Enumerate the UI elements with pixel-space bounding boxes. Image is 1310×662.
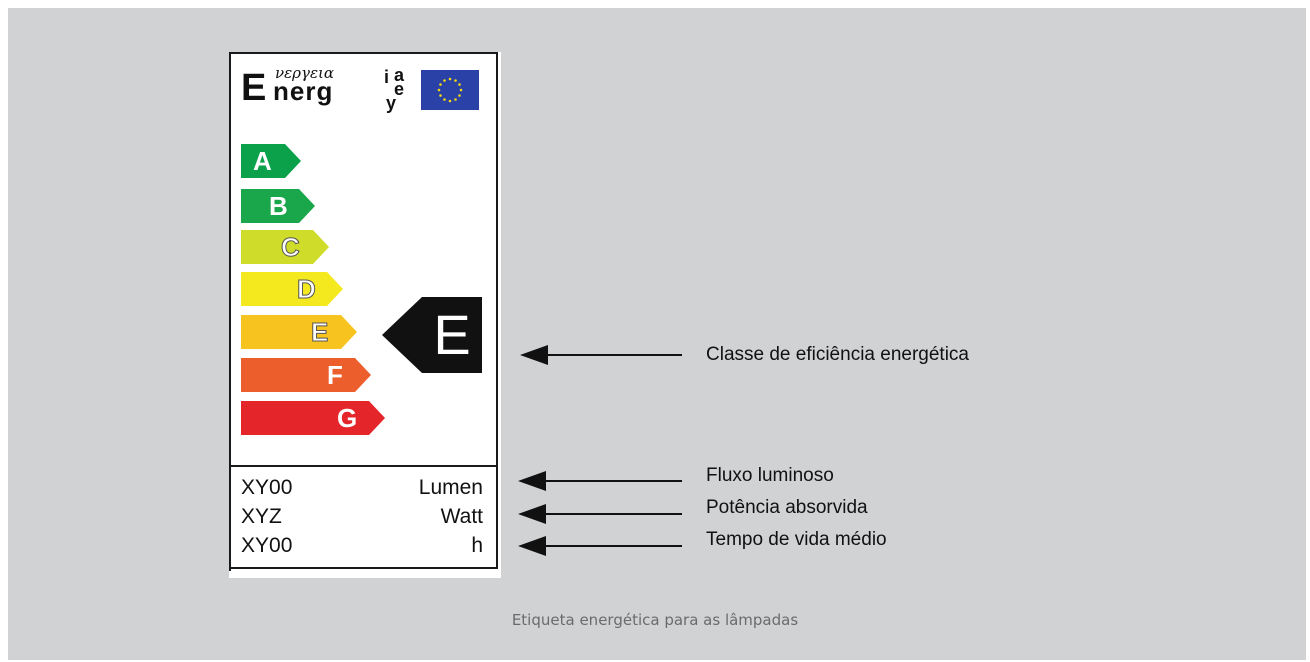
data-row-hours: XY00 h bbox=[241, 533, 483, 559]
data-row-watt-unit: Watt bbox=[440, 505, 483, 528]
class-bar-a: A bbox=[241, 144, 301, 178]
class-bar-a-shape bbox=[241, 144, 301, 178]
class-bar-c-shape bbox=[241, 230, 329, 264]
data-row-lumen-code: XY00 bbox=[241, 476, 293, 499]
eu-flag-icon bbox=[421, 70, 479, 110]
logo-letter-a: a bbox=[394, 65, 405, 85]
class-bar-d: D bbox=[241, 272, 343, 306]
callout-efficiency-class: Classe de eficiência energética bbox=[706, 344, 969, 365]
callout-luminous-flux: Fluxo luminoso bbox=[706, 465, 834, 486]
class-bar-a-letter: A bbox=[253, 146, 272, 176]
data-row-watt: XYZ Watt bbox=[241, 504, 483, 530]
data-row-lumen-unit: Lumen bbox=[418, 476, 483, 499]
data-row-lumen: XY00 Lumen bbox=[241, 475, 483, 501]
data-row-hours-unit: h bbox=[471, 534, 483, 557]
logo-letter-e: e bbox=[394, 79, 405, 99]
class-indicator-letter: E bbox=[433, 303, 471, 366]
callout-arrow-efficiency bbox=[520, 345, 682, 365]
callout-power: Potência absorvida bbox=[706, 497, 868, 518]
class-bar-f-shape bbox=[241, 358, 371, 392]
logo-greek-text: νεργεια bbox=[275, 64, 335, 82]
class-bar-e-shape bbox=[241, 315, 357, 349]
figure-panel bbox=[8, 8, 1306, 660]
class-bar-e-letter: E bbox=[310, 317, 329, 348]
class-indicator-shape bbox=[382, 297, 482, 373]
class-bar-b-letter: B bbox=[269, 191, 288, 221]
class-bar-b-shape bbox=[241, 189, 315, 223]
class-bar-c-letter: C bbox=[281, 232, 301, 263]
class-bar-b: B bbox=[241, 189, 315, 223]
callout-arrow-power bbox=[518, 504, 682, 524]
energy-label: E νεργεια nerg i a e y A B C D E bbox=[229, 52, 501, 578]
logo-nerg-text: nerg bbox=[273, 76, 334, 106]
class-bar-g-letter: G bbox=[337, 403, 358, 433]
data-row-hours-code: XY00 bbox=[241, 534, 293, 557]
figure-caption: Etiqueta energética para as lâmpadas bbox=[511, 611, 799, 629]
data-row-watt-code: XYZ bbox=[241, 505, 282, 528]
class-bar-c: C bbox=[241, 230, 329, 264]
class-bar-e: E bbox=[241, 315, 357, 349]
class-bar-f-letter: F bbox=[327, 360, 343, 390]
logo-letter-y: y bbox=[386, 93, 397, 113]
label-border bbox=[229, 52, 498, 571]
logo-letter-i: i bbox=[384, 67, 390, 87]
logo-big-e: E bbox=[241, 67, 267, 109]
class-bar-g: G bbox=[241, 401, 385, 435]
callout-arrow-lifetime bbox=[518, 536, 682, 556]
class-bar-d-shape bbox=[241, 272, 343, 306]
callout-lifetime: Tempo de vida médio bbox=[706, 529, 887, 550]
label-divider bbox=[229, 465, 498, 467]
callout-arrow-flux bbox=[518, 471, 682, 491]
class-bar-g-shape bbox=[241, 401, 385, 435]
class-bar-f: F bbox=[241, 358, 371, 392]
class-bar-d-letter: D bbox=[297, 274, 317, 305]
class-indicator-arrow: E bbox=[382, 297, 482, 373]
